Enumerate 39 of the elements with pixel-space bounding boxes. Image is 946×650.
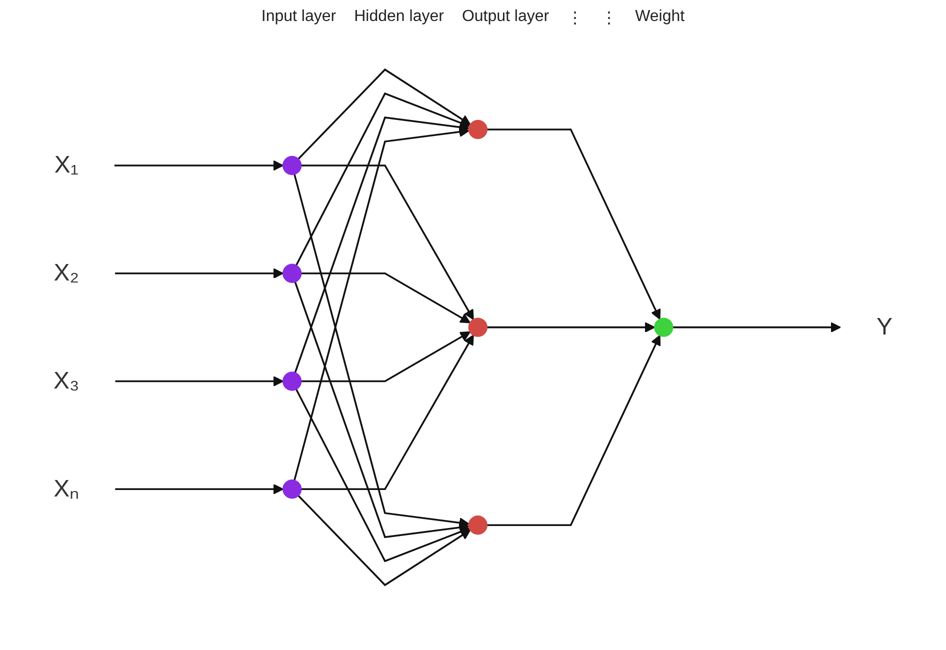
arrow (672, 322, 841, 332)
arrow (486, 128, 661, 320)
arrow (486, 322, 656, 332)
arrow (295, 92, 470, 266)
arrow (294, 281, 470, 538)
arrow (115, 268, 284, 278)
arrow (298, 68, 471, 160)
node-circle (282, 371, 302, 391)
layer-label: Output layer (462, 8, 550, 27)
arrow (114, 160, 284, 170)
node-text: X₃ (54, 368, 80, 394)
arrow (301, 272, 471, 323)
node-text: Xₙ (54, 476, 80, 502)
arrow (298, 494, 471, 586)
node-circle (468, 515, 488, 534)
node-text: Y (876, 314, 892, 340)
arrow (294, 174, 470, 528)
arrow (115, 376, 284, 386)
node-circle (282, 479, 302, 498)
arrow (301, 334, 474, 490)
layer-label: Weight (635, 8, 685, 27)
layer-label: ⋮ (601, 9, 618, 28)
layer-label: Input layer (261, 8, 336, 27)
node-circle (468, 317, 488, 337)
arrow (115, 484, 284, 494)
node-circle (468, 120, 488, 139)
node-text: X₁ (54, 152, 78, 178)
layer-label: Hidden layer (354, 8, 444, 27)
node-text: X₂ (54, 260, 80, 286)
node-circle (282, 263, 302, 283)
arrow (486, 334, 661, 526)
arrow (301, 331, 471, 382)
arrow (294, 126, 470, 480)
layer-label: ⋮ (567, 9, 584, 28)
arrow (301, 164, 474, 320)
node-circle (282, 156, 302, 175)
node-circle (654, 317, 674, 337)
arrow (294, 116, 470, 373)
arrow (295, 388, 470, 562)
